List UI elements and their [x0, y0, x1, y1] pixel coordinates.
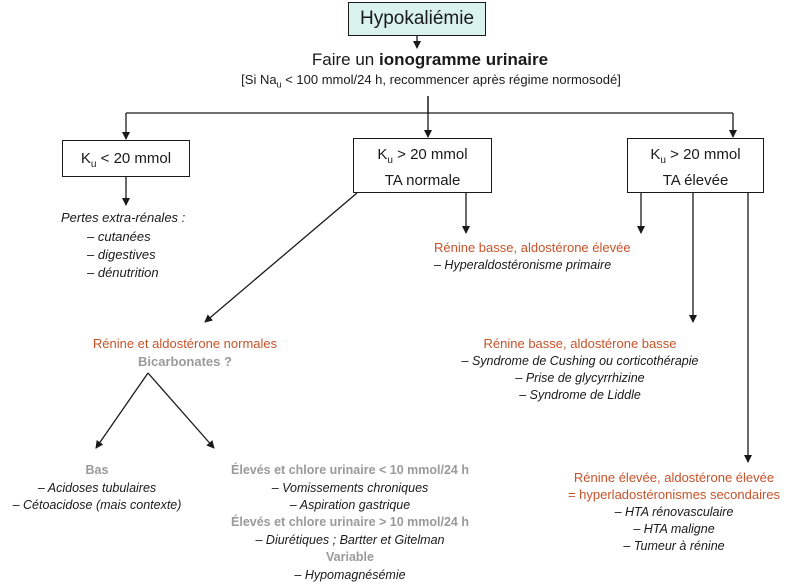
box-ku-taelevee: Ku > 20 mmol TA élevée: [627, 138, 764, 193]
step-prefix: Faire un: [311, 50, 379, 69]
eleves-title-2: Élevés et chlore urinaire > 10 mmol/24 h: [231, 515, 469, 529]
extrarenal-item: – cutanées: [87, 229, 151, 244]
renine-basse-basse-item: – Syndrome de Cushing ou corticothérapie: [461, 354, 699, 368]
extrarenal-item: – digestives: [87, 247, 156, 262]
step-ionogramme: Faire un ionogramme urinaire: [250, 50, 610, 70]
bas-item: – Acidoses tubulaires: [37, 481, 157, 495]
step-note: [Si Nau < 100 mmol/24 h, recommencer apr…: [241, 72, 621, 90]
renine-basse-elevee-title: Rénine basse, aldostérone élevée: [434, 240, 631, 255]
title-text: Hypokaliémie: [359, 8, 475, 29]
renine-basse-basse-item: – Syndrome de Liddle: [519, 388, 641, 402]
renine-basse-elevee-item: – Hyperaldostéronisme primaire: [434, 258, 612, 272]
bicarbonates-question: Bicarbonates ?: [138, 354, 232, 369]
renine-basse-basse-item: – Prise de glycyrrhizine: [515, 371, 645, 385]
eleves-title-1: Élevés et chlore urinaire < 10 mmol/24 h: [231, 463, 469, 477]
renine-basse-basse-title: Rénine basse, aldostérone basse: [483, 336, 677, 351]
box-ku-low: Ku < 20 mmol: [62, 140, 190, 177]
renine-elevee-subtitle: = hyperladostéronismes secondaires: [567, 487, 781, 502]
arrow-to-bas: [95, 372, 149, 449]
box-ku-tanormale: Ku > 20 mmol TA normale: [353, 138, 492, 193]
step-bold: ionogramme urinaire: [378, 50, 549, 69]
arrow-to-eleves: [147, 372, 215, 449]
extrarenal-title: Pertes extra-rénales :: [61, 210, 186, 225]
bas-title: Bas: [85, 463, 109, 477]
title-box: Hypokaliémie: [348, 2, 486, 36]
renine-elevee-item: – HTA rénovasculaire: [614, 505, 734, 519]
bas-item: – Cétoacidose (mais contexte): [12, 498, 182, 512]
eleves-item: – Aspiration gastrique: [289, 498, 411, 512]
eleves-title-3: Variable: [326, 550, 374, 564]
renine-elevee-item: – HTA maligne: [633, 522, 715, 536]
arrow-to-renine-normales: [204, 192, 358, 323]
eleves-item: – Vomissements chroniques: [271, 481, 429, 495]
renine-elevee-item: – Tumeur à rénine: [623, 539, 725, 553]
eleves-item: – Hypomagnésémie: [294, 568, 406, 582]
extrarenal-item: – dénutrition: [87, 265, 159, 280]
renine-elevee-title: Rénine élevée, aldostérone élevée: [573, 470, 775, 485]
renine-normales-title: Rénine et aldostérone normales: [92, 336, 278, 351]
eleves-item: – Diurétiques ; Bartter et Gitelman: [255, 533, 445, 547]
